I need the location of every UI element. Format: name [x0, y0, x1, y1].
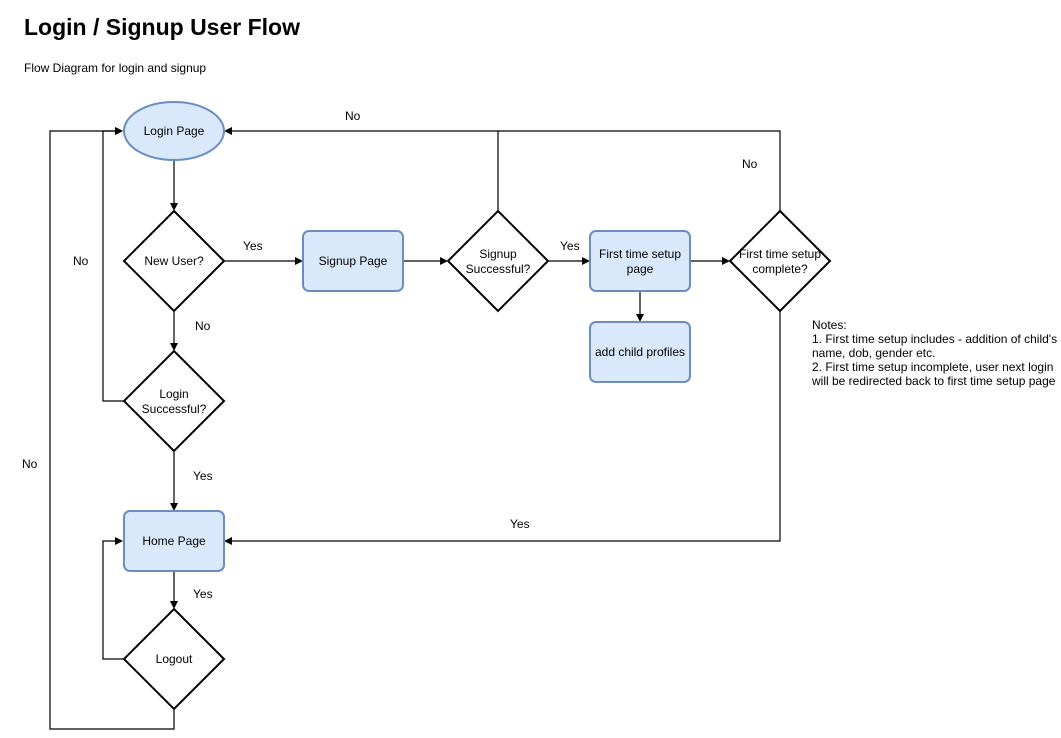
page-subtitle: Flow Diagram for login and signup — [24, 61, 207, 75]
edge-label-new-user-no: No — [195, 319, 211, 333]
edge-logout-to-home-page — [102, 540, 124, 660]
edge-labels: Yes Yes No No Yes No No Yes Yes No — [22, 109, 758, 601]
notes-line: 2. First time setup incomplete, user nex… — [812, 360, 1054, 374]
signup-successful-decision — [446, 209, 550, 313]
notes-line: will be redirected back to first time se… — [812, 374, 1056, 388]
first-time-setup-page-label-line1: First time setup — [599, 247, 681, 261]
login-successful-label-line2: Successful? — [142, 402, 207, 416]
first-time-setup-page-label-line2: page — [627, 262, 654, 276]
edge-login-successful-to-login-page — [102, 130, 124, 402]
notes-line: 1. First time setup includes - addition … — [812, 332, 1058, 346]
edge-setup-complete-to-home-page — [230, 311, 781, 542]
first-time-setup-page-node — [589, 230, 691, 292]
signup-successful-label-line2: Successful? — [466, 262, 531, 276]
arrowhead — [115, 127, 123, 135]
arrowhead — [440, 257, 448, 265]
first-time-setup-complete-label-line1: First time setup — [739, 247, 821, 261]
login-page-label: Login Page — [144, 124, 205, 138]
edge-label-login-successful-yes: Yes — [193, 469, 213, 483]
home-page-node — [123, 510, 225, 572]
logout-decision — [122, 607, 226, 711]
signup-successful-label-line1: Signup — [479, 247, 517, 261]
edge-setup-complete-to-login-page — [230, 130, 781, 211]
arrowhead — [224, 127, 232, 135]
nodes: Login Page New User? Signup Page Signup … — [122, 101, 832, 711]
notes: Notes: 1. First time setup includes - ad… — [812, 318, 1061, 388]
first-time-setup-complete-label-line2: complete? — [752, 262, 808, 276]
edge-logout-to-login-page — [49, 130, 175, 730]
notes-line: name, dob, gender etc. — [812, 346, 936, 360]
signup-page-node — [302, 230, 404, 292]
arrowhead — [170, 203, 178, 211]
login-page-node — [123, 101, 225, 161]
arrowhead — [582, 257, 590, 265]
arrowhead — [295, 257, 303, 265]
edge-label-home-page-yes: Yes — [193, 587, 213, 601]
logout-label: Logout — [156, 652, 193, 666]
first-time-setup-complete-decision — [728, 209, 832, 313]
edge-label-new-user-yes: Yes — [243, 239, 263, 253]
add-child-profiles-node — [589, 321, 691, 383]
arrowhead — [170, 343, 178, 351]
edges — [49, 127, 781, 730]
page-title: Login / Signup User Flow — [24, 14, 300, 40]
arrowhead — [636, 314, 644, 322]
login-successful-decision — [122, 349, 226, 453]
edge-label-setup-complete-no: No — [742, 157, 758, 171]
login-successful-label-line1: Login — [159, 387, 188, 401]
arrowhead — [170, 601, 178, 609]
arrowhead — [224, 537, 232, 545]
add-child-profiles-label: add child profiles — [595, 345, 685, 359]
signup-page-label: Signup Page — [319, 254, 388, 268]
new-user-label: New User? — [144, 254, 204, 268]
arrowhead — [115, 537, 123, 545]
edge-label-signup-successful-no: No — [345, 109, 361, 123]
edge-label-signup-successful-yes: Yes — [560, 239, 580, 253]
edge-label-setup-complete-yes: Yes — [510, 517, 530, 531]
edge-label-logout-no: No — [22, 457, 38, 471]
notes-heading: Notes: — [812, 318, 847, 332]
arrowhead — [722, 257, 730, 265]
edge-label-login-successful-no: No — [73, 254, 89, 268]
home-page-label: Home Page — [142, 534, 206, 548]
new-user-decision — [122, 209, 226, 313]
arrowhead — [170, 503, 178, 511]
